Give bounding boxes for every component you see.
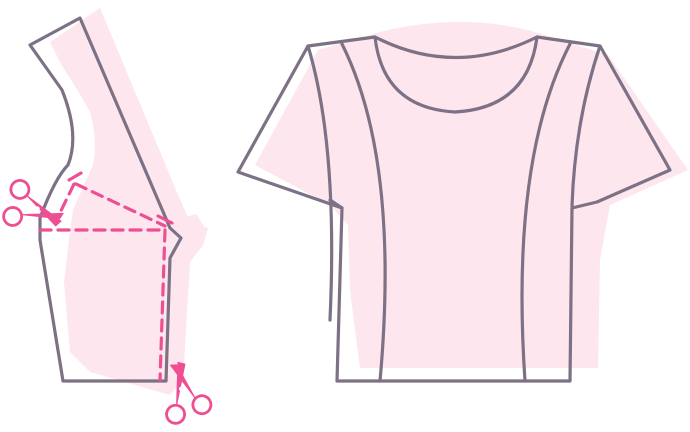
t-shirt-neckline [373, 35, 539, 114]
cut-line-dart [74, 182, 167, 228]
princess-seam-right [520, 42, 572, 383]
princess-seam-left [340, 42, 387, 383]
t-shirt-outline [236, 35, 672, 383]
princess-seam-left-outer [306, 44, 334, 322]
bodice-outline [28, 16, 183, 383]
cut-line-dart-lower [54, 182, 76, 223]
scissors-icon [2, 179, 64, 227]
t-shirt-garment [236, 21, 688, 383]
cut-tick-top [67, 171, 174, 225]
scissors-icon [165, 361, 213, 425]
princess-seam-right-outer [570, 44, 602, 208]
t-shirt-shadow-fill [255, 21, 688, 369]
bodice-corner-notch [170, 214, 204, 236]
cut-line-vertical [158, 228, 167, 382]
bodice-shadow-fill [50, 8, 208, 395]
underarm-left [328, 198, 344, 210]
bodice-pattern-piece [28, 8, 208, 395]
